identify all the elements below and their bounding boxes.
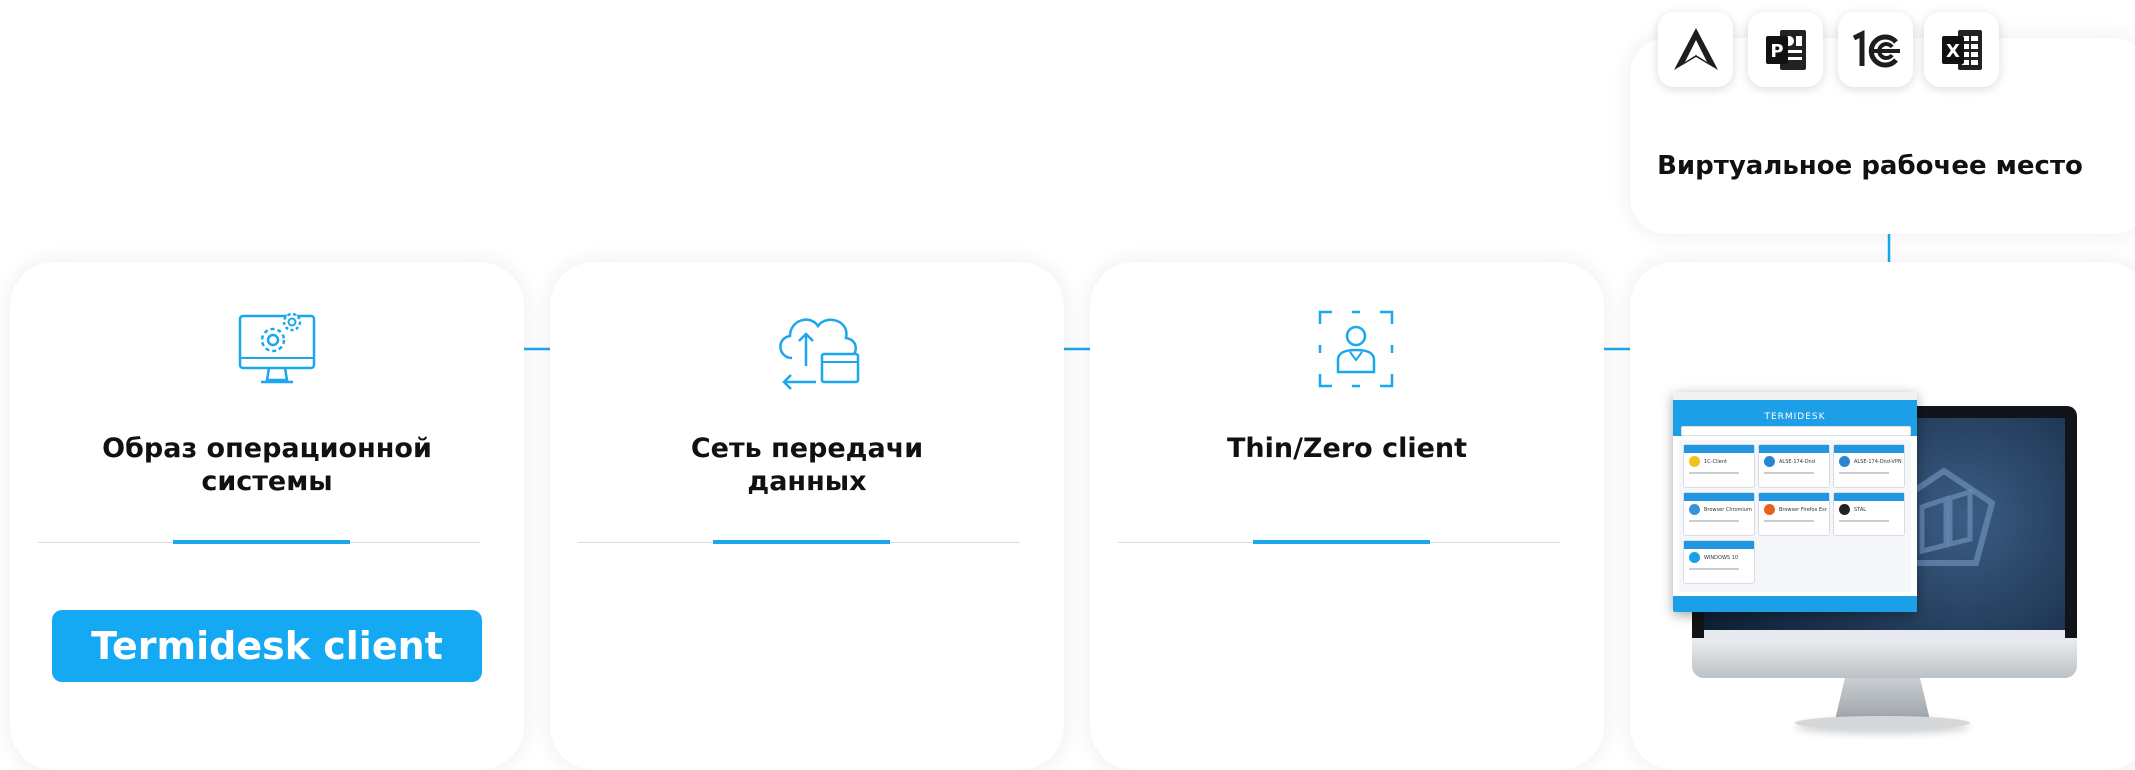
app-card-alse-dnd[interactable]: ALSE-174-Dnd	[1758, 444, 1830, 488]
step-title-line2: системы	[201, 466, 333, 497]
app-card-1c-client[interactable]: 1C-Client	[1683, 444, 1755, 488]
step-title: Образ операционной системы	[10, 432, 524, 498]
monitor-stand-base	[1795, 716, 1970, 730]
taskbar	[1704, 630, 2065, 640]
app-card-label: STAL	[1854, 507, 1867, 513]
accent-bar	[173, 540, 350, 544]
user-focus-icon	[1318, 310, 1394, 388]
app-card-label: ALSE-174-Dnd-VPN	[1854, 459, 1902, 465]
svg-text:X: X	[1946, 41, 1960, 62]
window-content: 1C-Client ALSE-174-Dnd ALSE-174-Dnd-VPN …	[1679, 440, 1911, 592]
accent-bar	[713, 540, 890, 544]
excel-icon: X	[1941, 29, 1982, 70]
app-card-stal[interactable]: STAL	[1833, 492, 1905, 536]
app-tile-powerpoint: P	[1748, 12, 1823, 87]
step-title: Thin/Zero client	[1226, 433, 1468, 464]
step-title-line1: Образ операционной	[102, 433, 432, 464]
window-titlebar	[1673, 392, 1917, 400]
svg-text:P: P	[1770, 41, 1783, 62]
app-card-label: ALSE-174-Dnd	[1779, 459, 1815, 465]
step-card-thin-client: Thin/Zero client	[1090, 262, 1604, 770]
step-title-line2: данных	[747, 466, 867, 497]
app-tile-astra	[1658, 12, 1733, 87]
monitor-chin	[1692, 636, 2077, 678]
app-card-chromium[interactable]: Browser Chromium	[1683, 492, 1755, 536]
astra-linux-icon	[1673, 27, 1718, 70]
app-card-alse-dnd-vpn[interactable]: ALSE-174-Dnd-VPN	[1833, 444, 1905, 488]
app-tile-excel: X	[1924, 12, 1999, 87]
accent-bar	[1253, 540, 1430, 544]
step-title: Сеть передачи данных	[550, 432, 1064, 498]
virtual-workplace-title: Виртуальное рабочее место	[1657, 151, 2083, 181]
computer-settings-icon	[238, 312, 316, 384]
app-card-label: 1C-Client	[1704, 459, 1727, 465]
step-title-line1: Сеть передачи	[690, 433, 924, 464]
window-footer	[1673, 596, 1917, 612]
app-card-label: Browser Firefox Esr	[1779, 507, 1827, 513]
termidesk-logo: TERMIDESK	[1764, 412, 1826, 422]
cloud-network-icon	[779, 318, 860, 390]
monitor-stand	[1835, 672, 1930, 720]
1c-icon	[1852, 29, 1900, 67]
powerpoint-icon: P	[1765, 29, 1806, 70]
termidesk-client-button[interactable]: Termidesk client	[52, 610, 482, 682]
termidesk-window: TERMIDESK 1C-Client ALSE-174-Dnd ALSE-17…	[1673, 392, 1917, 612]
app-tile-1c	[1838, 12, 1913, 87]
app-card-firefox[interactable]: Browser Firefox Esr	[1758, 492, 1830, 536]
app-card-label: Browser Chromium	[1704, 507, 1752, 513]
app-card-label: WINDOWS 10	[1704, 555, 1739, 561]
window-toolbar	[1681, 426, 1911, 436]
app-card-windows-10[interactable]: WINDOWS 10	[1683, 540, 1755, 584]
